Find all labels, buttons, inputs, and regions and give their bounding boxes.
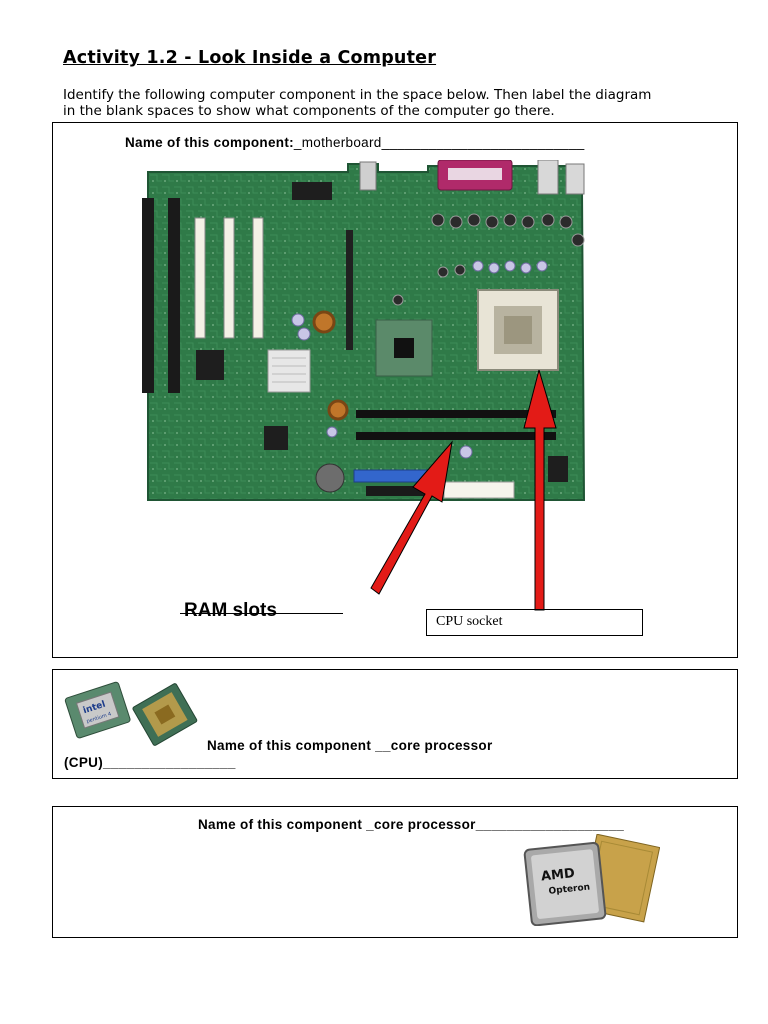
- amd-name-label: Name of this component _core processor__…: [198, 817, 625, 832]
- ram-slots-label: RAM slots: [184, 600, 277, 621]
- cpu-name-continued: (CPU)_________________: [64, 755, 236, 770]
- motherboard-image: [142, 160, 586, 501]
- amd-chip-text-1: AMD: [540, 866, 575, 884]
- cpu-section: [52, 669, 738, 779]
- pentium-cpu-image: intel pentium 4: [64, 681, 198, 746]
- name-label: Name of this component:: [125, 135, 294, 150]
- ram-strikeline: [180, 613, 343, 614]
- instructions-line-2: in the blank spaces to show what compone…: [63, 103, 555, 119]
- instructions-line-1: Identify the following computer componen…: [63, 87, 652, 103]
- cpu-socket-label-box[interactable]: CPU socket: [426, 609, 643, 636]
- arrows-overlay: [370, 370, 557, 611]
- motherboard-section: [52, 122, 738, 658]
- cpu-name-label: Name of this component __core processor: [207, 738, 493, 753]
- amd-section: [52, 806, 738, 938]
- name-answer: _motherboard__________________________: [293, 135, 585, 150]
- amd-chip-text-2: Opteron: [548, 883, 590, 897]
- page-title: Activity 1.2 - Look Inside a Computer: [63, 48, 437, 68]
- amd-opteron-image: AMD Opteron: [523, 834, 660, 926]
- motherboard-name-row: Name of this component:_motherboard_____…: [125, 135, 585, 150]
